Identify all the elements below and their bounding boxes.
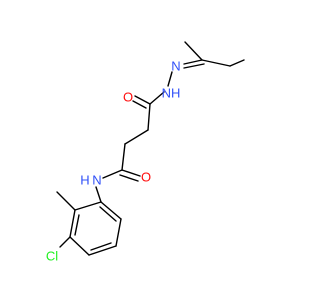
bond bbox=[100, 201, 122, 220]
bond bbox=[167, 71, 173, 87]
bond bbox=[124, 129, 149, 145]
bond bbox=[121, 169, 141, 177]
bond bbox=[149, 91, 165, 105]
atom-cl: Cl bbox=[46, 249, 58, 264]
bond bbox=[59, 236, 71, 248]
bond bbox=[74, 214, 80, 236]
bond bbox=[201, 59, 231, 67]
bond bbox=[56, 191, 76, 211]
bond bbox=[183, 63, 205, 69]
atom-o-upper: O bbox=[123, 90, 133, 105]
atom-n-imine: N bbox=[171, 59, 180, 74]
bond bbox=[147, 103, 151, 131]
structure-canvas: N NH O O N H Cl bbox=[46, 41, 245, 264]
bond bbox=[134, 95, 151, 105]
bond bbox=[119, 174, 139, 182]
bond bbox=[132, 100, 147, 109]
bond bbox=[115, 218, 122, 247]
bond bbox=[102, 169, 123, 179]
molecule-diagram: N NH O O N H Cl bbox=[46, 41, 245, 264]
bond bbox=[121, 143, 126, 171]
atom-n-amide: N bbox=[92, 173, 101, 188]
bond bbox=[95, 186, 102, 203]
bond bbox=[184, 41, 203, 61]
atom-nh-hydrazide: NH bbox=[162, 86, 181, 101]
bond bbox=[99, 206, 117, 222]
bond bbox=[69, 209, 76, 238]
atom-h-amide: H bbox=[80, 173, 89, 188]
bond bbox=[229, 59, 245, 67]
bond bbox=[69, 236, 90, 256]
bond bbox=[183, 59, 203, 65]
bond bbox=[74, 201, 102, 211]
bond bbox=[88, 245, 117, 256]
bond bbox=[90, 242, 112, 251]
atom-o-lower: O bbox=[141, 170, 151, 185]
